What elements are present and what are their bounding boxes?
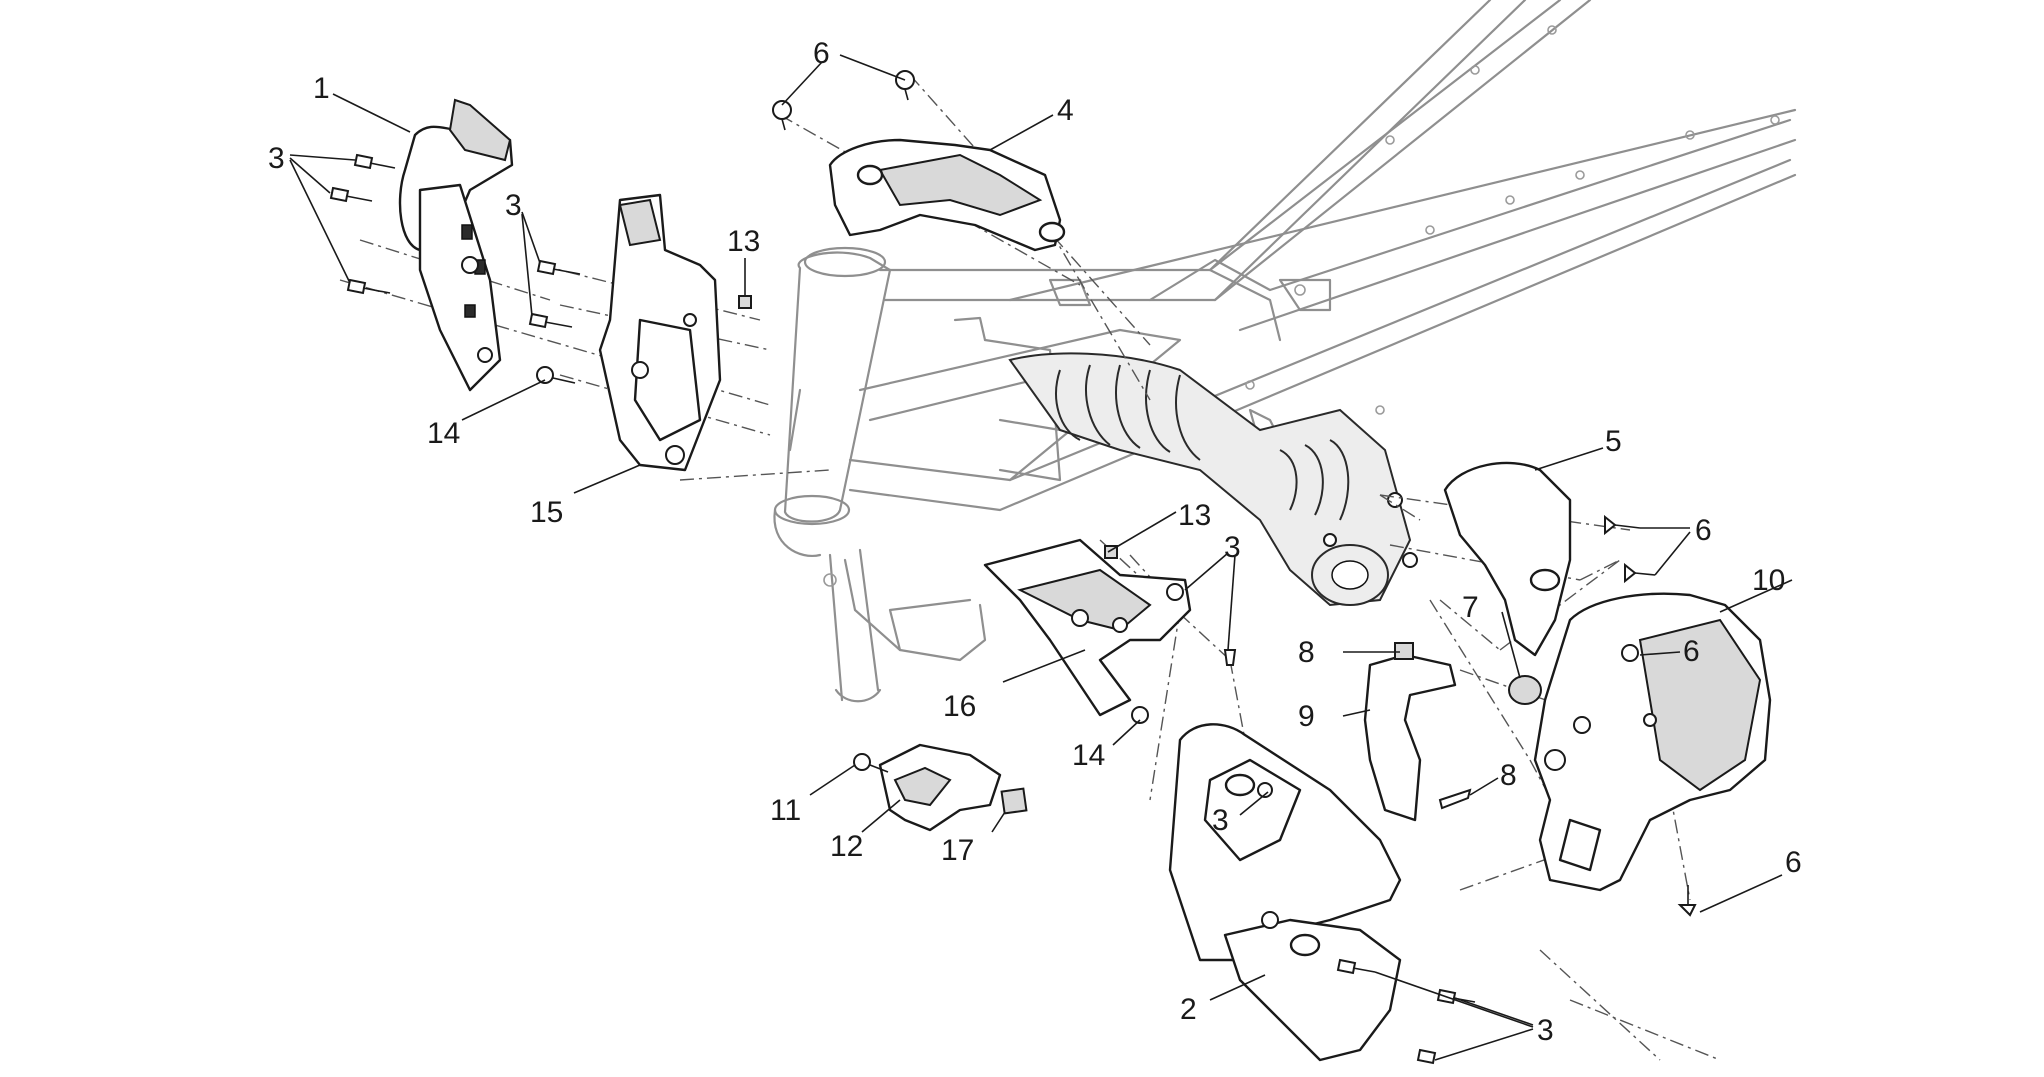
callout-label: 3 [1212, 804, 1229, 837]
callout-label: 14 [1072, 739, 1105, 772]
callout-label: 1 [313, 72, 330, 105]
callout-label: 5 [1605, 425, 1622, 458]
callout-label: 11 [770, 794, 801, 827]
part-7-plug [1508, 675, 1542, 705]
intake-hose [1008, 352, 1418, 607]
screws [329, 70, 1697, 1065]
callout-label: 2 [1180, 993, 1197, 1026]
part-5-cover [1443, 461, 1572, 657]
callout-label: 3 [1224, 531, 1241, 564]
callout-label: 8 [1298, 636, 1315, 669]
part-2-lower-cover [1168, 723, 1402, 1062]
leader-lines [289, 54, 1793, 1061]
callout-label: 6 [1785, 846, 1802, 879]
part-17-pad [1000, 787, 1028, 815]
callout-label: 6 [1695, 514, 1712, 547]
callout-label: 9 [1298, 700, 1315, 733]
callouts: 1 3 3 14 15 13 6 4 5 6 13 3 16 14 7 8 9 … [268, 37, 1802, 1047]
callout-label: 13 [727, 225, 760, 258]
callout-label: 17 [941, 834, 974, 867]
callout-label: 6 [1683, 635, 1700, 668]
callout-label: 14 [427, 417, 460, 450]
frame [773, 0, 1797, 703]
callout-label: 12 [830, 830, 863, 863]
callout-label: 16 [943, 690, 976, 723]
part-9-bracket [1363, 642, 1457, 822]
callout-label: 3 [505, 189, 522, 222]
callout-label: 7 [1462, 591, 1479, 624]
part-10-large-cover [1533, 592, 1772, 892]
part-4-top-shroud [828, 138, 1066, 252]
part-16-bracket [983, 538, 1192, 717]
callout-label: 6 [813, 37, 830, 70]
callout-label: 10 [1752, 564, 1785, 597]
callout-label: 15 [530, 496, 563, 529]
callout-label: 3 [268, 142, 285, 175]
callout-label: 3 [1537, 1014, 1554, 1047]
part-15-bracket [598, 193, 722, 472]
callout-label: 4 [1057, 94, 1074, 127]
callout-label: 8 [1500, 759, 1517, 792]
part-1-side-cover [398, 98, 514, 392]
callout-label: 13 [1178, 499, 1211, 532]
part-12-small-cover [878, 743, 1002, 832]
